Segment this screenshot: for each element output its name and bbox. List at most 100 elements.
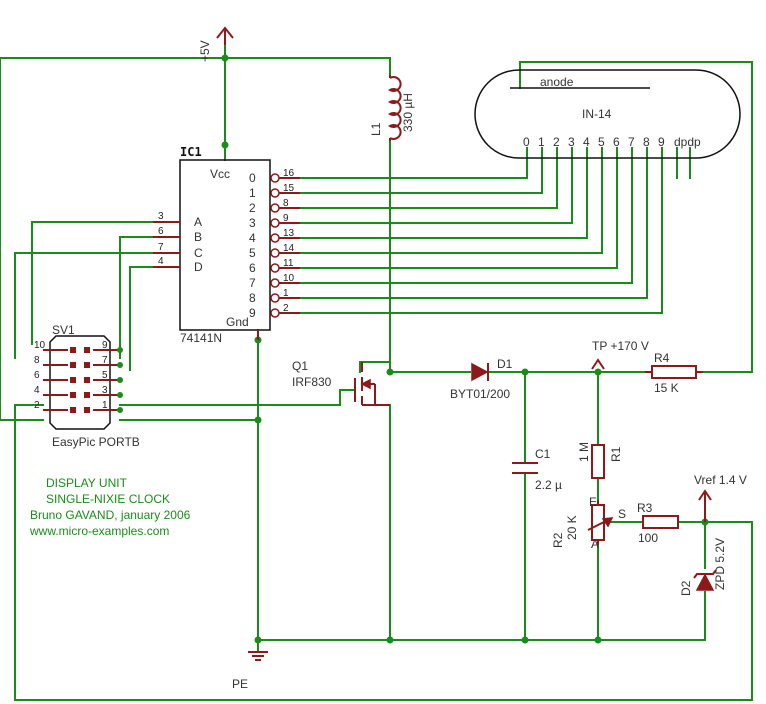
- ic1-output-bubble: [270, 248, 280, 258]
- note-line-2: SINGLE-NIXIE CLOCK: [46, 492, 170, 506]
- r3-value: 100: [638, 531, 658, 545]
- sv1-pin-junction: [117, 392, 123, 398]
- c1-name: C1: [535, 447, 551, 461]
- r2-pin-s: S: [618, 507, 626, 521]
- ic1-input-pin-3: 3: [158, 211, 164, 222]
- sv1-pin-5: 5: [102, 370, 108, 381]
- ic1-name: IC1: [180, 145, 202, 159]
- note-line-3: Bruno GAVAND, january 2006: [30, 508, 191, 522]
- ic1-output-bubble: [270, 293, 280, 303]
- ic1-output-bubble: [270, 173, 280, 183]
- ic1-output-7: 7: [249, 276, 256, 290]
- r1-name: R1: [609, 446, 623, 462]
- sv1-pin-6: 6: [34, 370, 40, 381]
- ic1-output-pin-15: 15: [283, 183, 295, 194]
- r2-pin-e: E: [589, 495, 597, 509]
- vref-point: Vref 1.4 V: [694, 473, 747, 522]
- sv1-pin-9: 9: [102, 340, 108, 351]
- sv1-pin-10: 10: [34, 340, 46, 351]
- wires: [0, 44, 753, 701]
- ic1-output-bubble: [270, 263, 280, 273]
- tube-digit-9: 9: [658, 135, 665, 149]
- ic1-output-4: 4: [249, 231, 256, 245]
- vref-label: Vref 1.4 V: [694, 473, 747, 487]
- sv1-pin-pad: [84, 377, 90, 383]
- tube-digit-1: 1: [538, 135, 545, 149]
- junctions: [221, 54, 709, 644]
- ic1-output-0: 0: [249, 171, 256, 185]
- ic1-output-3: 3: [249, 216, 256, 230]
- tube-name: IN-14: [582, 107, 612, 121]
- ic1-input-a: A: [194, 215, 202, 229]
- ic1-output-bubble: [270, 203, 280, 213]
- resistor-r1: 1 M R1: [577, 442, 623, 479]
- q1-name: Q1: [292, 359, 308, 373]
- ic1-output-pin-8: 8: [283, 198, 289, 209]
- tube-digit-4: 4: [583, 135, 590, 149]
- tube-digit-0: 0: [523, 135, 530, 149]
- ic1-output-bubble: [270, 218, 280, 228]
- r2-name: R2: [551, 532, 565, 548]
- r3-name: R3: [637, 501, 653, 515]
- sv1-pin-pad: [70, 362, 76, 368]
- ic1-input-pin-4: 4: [158, 256, 164, 267]
- ic1-output-5: 5: [249, 246, 256, 260]
- sv1-pin-1: 1: [102, 400, 108, 411]
- vcc-symbol: +5V: [198, 26, 234, 62]
- potentiometer-r2: E A S R2 20 K: [551, 495, 626, 551]
- l1-name: L1: [369, 122, 383, 136]
- sv1-pin-pad: [70, 347, 76, 353]
- tube-anode-label: anode: [540, 75, 574, 89]
- sv1-pin-8: 8: [34, 355, 40, 366]
- sv1-caption: EasyPic PORTB: [52, 435, 140, 449]
- ic1-gnd-label: Gnd: [226, 315, 249, 329]
- tube-digit-6: 6: [613, 135, 620, 149]
- sv1-pin-pad: [70, 407, 76, 413]
- r2-pin-a: A: [591, 537, 599, 551]
- q1-value: IRF830: [292, 375, 332, 389]
- d1-value: BYT01/200: [450, 387, 510, 401]
- tube-digit-3: 3: [568, 135, 575, 149]
- sv1-pin-pad: [84, 362, 90, 368]
- tube-digit-8: 8: [643, 135, 650, 149]
- sv1-pin-junction: [117, 377, 123, 383]
- r1-value: 1 M: [577, 442, 591, 462]
- sv1-name: SV1: [52, 323, 75, 337]
- ic1-output-bubble: [270, 278, 280, 288]
- sv1-pin-pad: [70, 377, 76, 383]
- ground-label: PE: [232, 677, 248, 691]
- ic1-output-bubble: [270, 233, 280, 243]
- tube-digit-2: 2: [553, 135, 560, 149]
- inductor-l1: L1 330 µH: [369, 75, 415, 141]
- title-block: DISPLAY UNIT SINGLE-NIXIE CLOCK Bruno GA…: [29, 476, 191, 538]
- resistor-r4: R4 15 K: [645, 351, 703, 395]
- ic1-output-9: 9: [249, 306, 256, 320]
- note-line-4: www.micro-examples.com: [29, 524, 169, 538]
- mosfet-q1: Q1 IRF830: [292, 359, 390, 406]
- sv1-pin-2: 2: [34, 400, 40, 411]
- ic1-input-c: C: [194, 246, 203, 260]
- sv1-pin-7: 7: [102, 355, 108, 366]
- ic1-output-pin-16: 16: [283, 168, 295, 179]
- tube-digit-7: 7: [628, 135, 635, 149]
- sv1-pin-3: 3: [102, 385, 108, 396]
- ic1-output-pin-13: 13: [283, 228, 295, 239]
- ic1-output-pin-10: 10: [283, 273, 295, 284]
- l1-value: 330 µH: [401, 93, 415, 132]
- d1-name: D1: [497, 357, 513, 371]
- ic1-output-pin-14: 14: [283, 243, 295, 254]
- sv1-pin-junction: [117, 407, 123, 413]
- ic1-input-pin-6: 6: [158, 226, 164, 237]
- d2-name: D2: [679, 580, 693, 596]
- ic1-output-bubble: [270, 308, 280, 318]
- sv1-pin-pad: [84, 392, 90, 398]
- ic1-output-pin-11: 11: [283, 258, 294, 269]
- tube-digit-5: 5: [598, 135, 605, 149]
- ic1-output-bubble: [270, 188, 280, 198]
- sv1-pin-pad: [84, 347, 90, 353]
- zener-d2: D2 ZPD 5.2V: [679, 538, 727, 596]
- capacitor-c1: C1 2.2 µ: [512, 447, 562, 492]
